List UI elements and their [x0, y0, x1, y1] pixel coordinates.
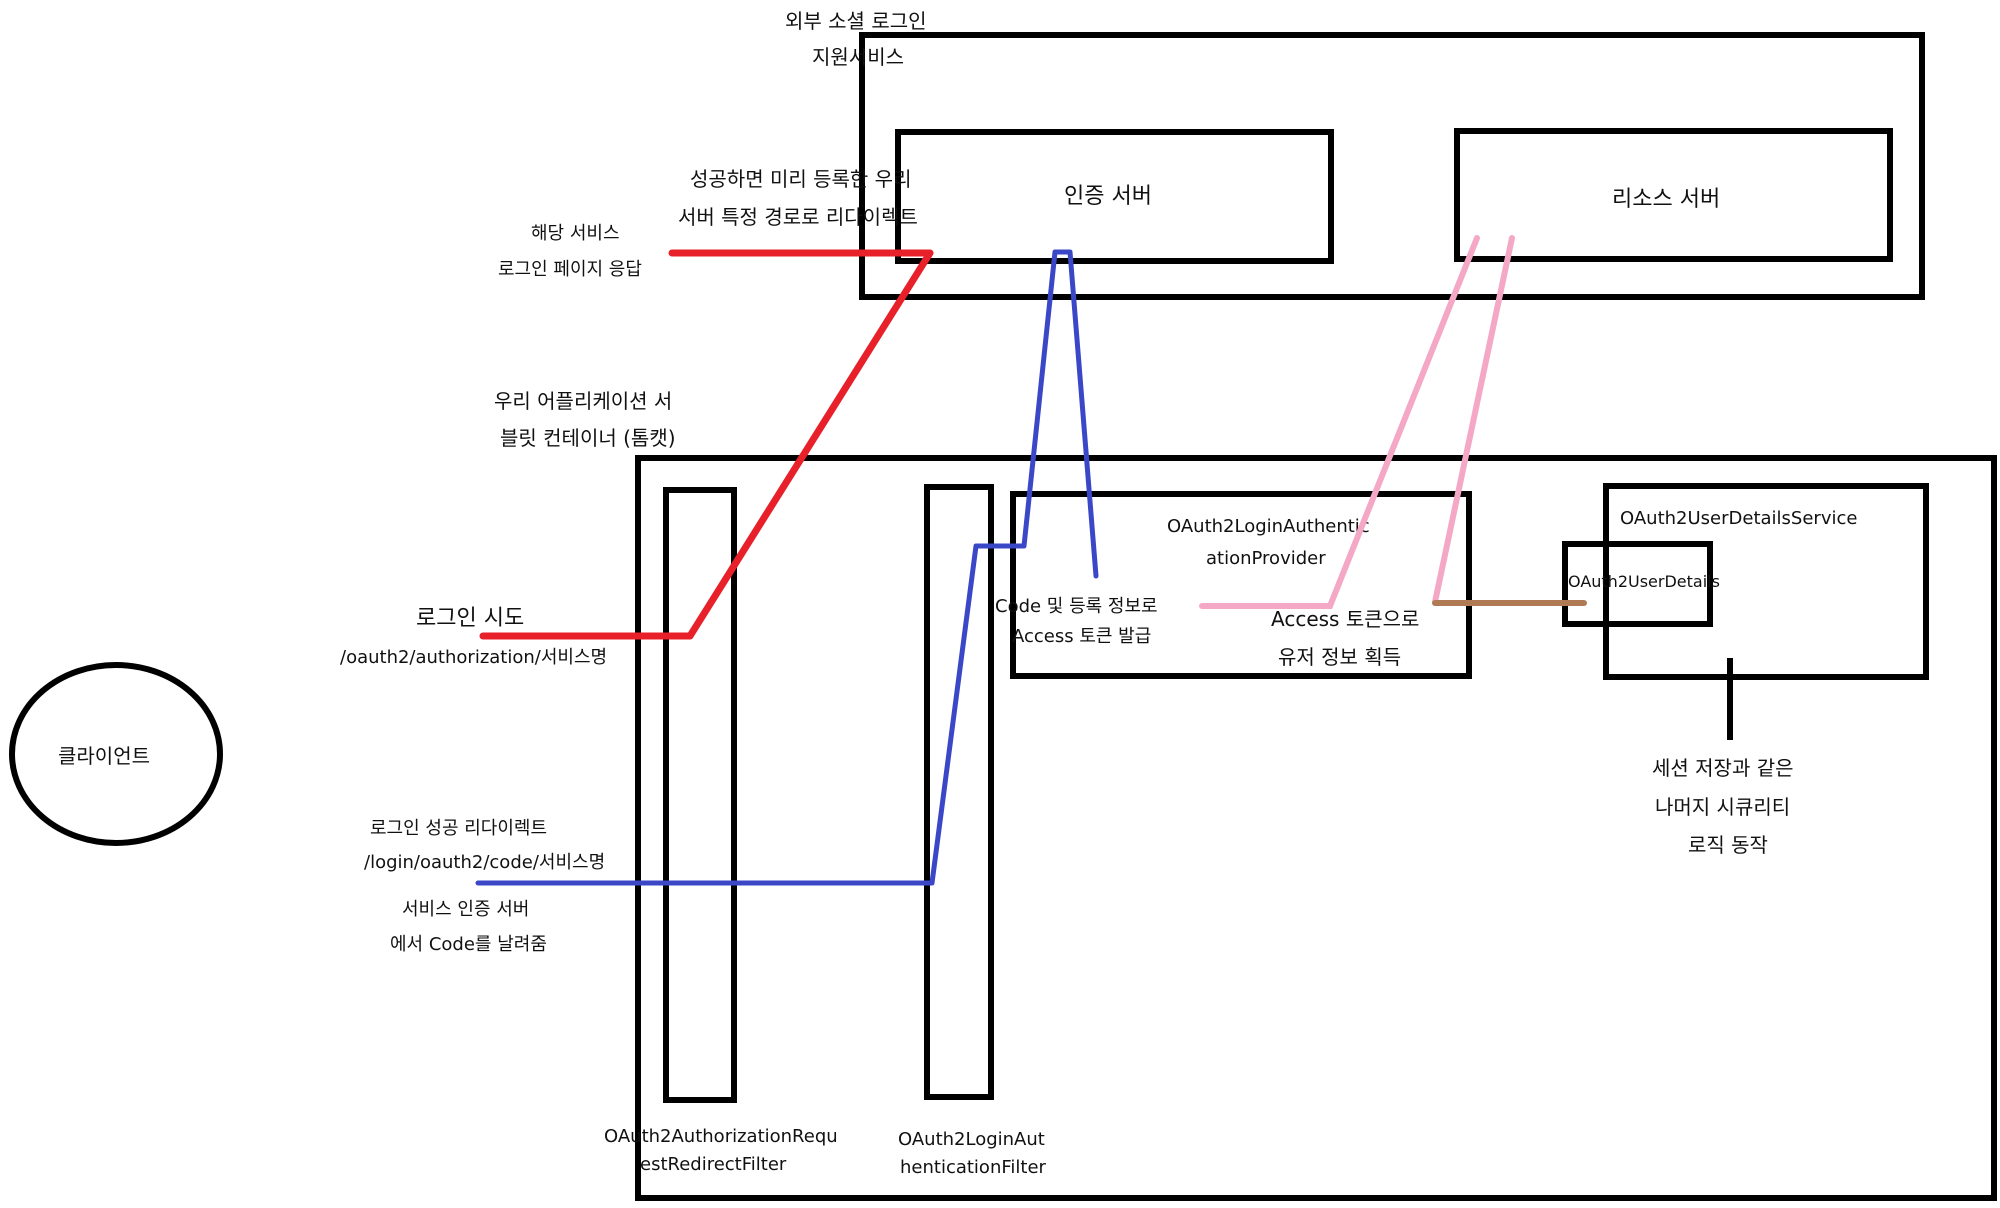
- user-details-label: OAuth2UserDetails: [1568, 572, 1720, 591]
- external-service-box: [859, 32, 1925, 300]
- provider-code-note-line2: Access 토큰 발급: [1012, 626, 1151, 647]
- blue-code-flow-line: [475, 249, 1099, 886]
- pink-token-flow-line-a: [1199, 235, 1480, 609]
- red-redirect-flow-line: [479, 249, 934, 640]
- request-redirect-filter-line2: estRedirectFilter: [640, 1154, 787, 1175]
- app-container-box: [635, 455, 1997, 1201]
- login-attempt-line1: 로그인 시도: [416, 606, 524, 631]
- login-auth-filter-line2: henticationFilter: [900, 1157, 1047, 1178]
- success-redirect-line1: 로그인 성공 리다이렉트: [370, 818, 547, 839]
- auth-server-label: 인증 서버: [1064, 184, 1152, 209]
- session-note-line3: 로직 동작: [1688, 833, 1768, 857]
- success-redirect-line2: /login/oauth2/code/서비스명: [364, 852, 605, 873]
- resource-server-box: [1454, 128, 1893, 262]
- auth-provider-title-line2: ationProvider: [1206, 548, 1326, 569]
- login-auth-filter-box: [924, 484, 994, 1100]
- login-page-line1: 해당 서비스: [531, 223, 620, 244]
- session-note-line2: 나머지 시큐리티: [1655, 795, 1790, 819]
- redirect-note-line2: 서버 특정 경로로 리다이렉트: [678, 205, 918, 229]
- user-details-box: [1562, 541, 1713, 627]
- provider-code-note-line1: Code 및 등록 정보로: [995, 596, 1158, 617]
- code-note-line2: 에서 Code를 날려줌: [390, 934, 547, 955]
- app-container-title-line1: 우리 어플리케이션 서: [494, 389, 672, 413]
- auth-server-box: [895, 129, 1334, 264]
- pink-token-flow-line-b: [1432, 235, 1515, 605]
- external-service-title-line1: 외부 소셜 로그인: [785, 9, 927, 33]
- resource-server-label: 리소스 서버: [1612, 187, 1720, 212]
- external-service-title-line2: 지원서비스: [812, 45, 904, 69]
- client-label: 클라이언트: [58, 744, 150, 768]
- login-auth-filter-line1: OAuth2LoginAut: [898, 1129, 1045, 1150]
- user-details-service-title: OAuth2UserDetailsService: [1620, 508, 1857, 529]
- client-node: [9, 662, 223, 846]
- user-details-service-box: [1603, 483, 1929, 680]
- request-redirect-filter-box: [663, 487, 737, 1103]
- request-redirect-filter-line1: OAuth2AuthorizationRequ: [604, 1126, 838, 1147]
- login-attempt-line2: /oauth2/authorization/서비스명: [340, 647, 607, 668]
- code-note-line1: 서비스 인증 서버: [402, 899, 529, 920]
- login-page-line2: 로그인 페이지 응답: [498, 259, 642, 280]
- app-container-title-line2: 블릿 컨테이너 (톰캣): [500, 426, 676, 450]
- session-note-line1: 세션 저장과 같은: [1652, 756, 1794, 780]
- redirect-note-line1: 성공하면 미리 등록한 우리: [690, 167, 911, 191]
- auth-provider-title-line1: OAuth2LoginAuthentic: [1167, 516, 1370, 537]
- provider-token-note-line1: Access 토큰으로: [1271, 607, 1419, 631]
- auth-provider-box: [1010, 491, 1472, 679]
- provider-token-note-line2: 유저 정보 획득: [1278, 645, 1401, 669]
